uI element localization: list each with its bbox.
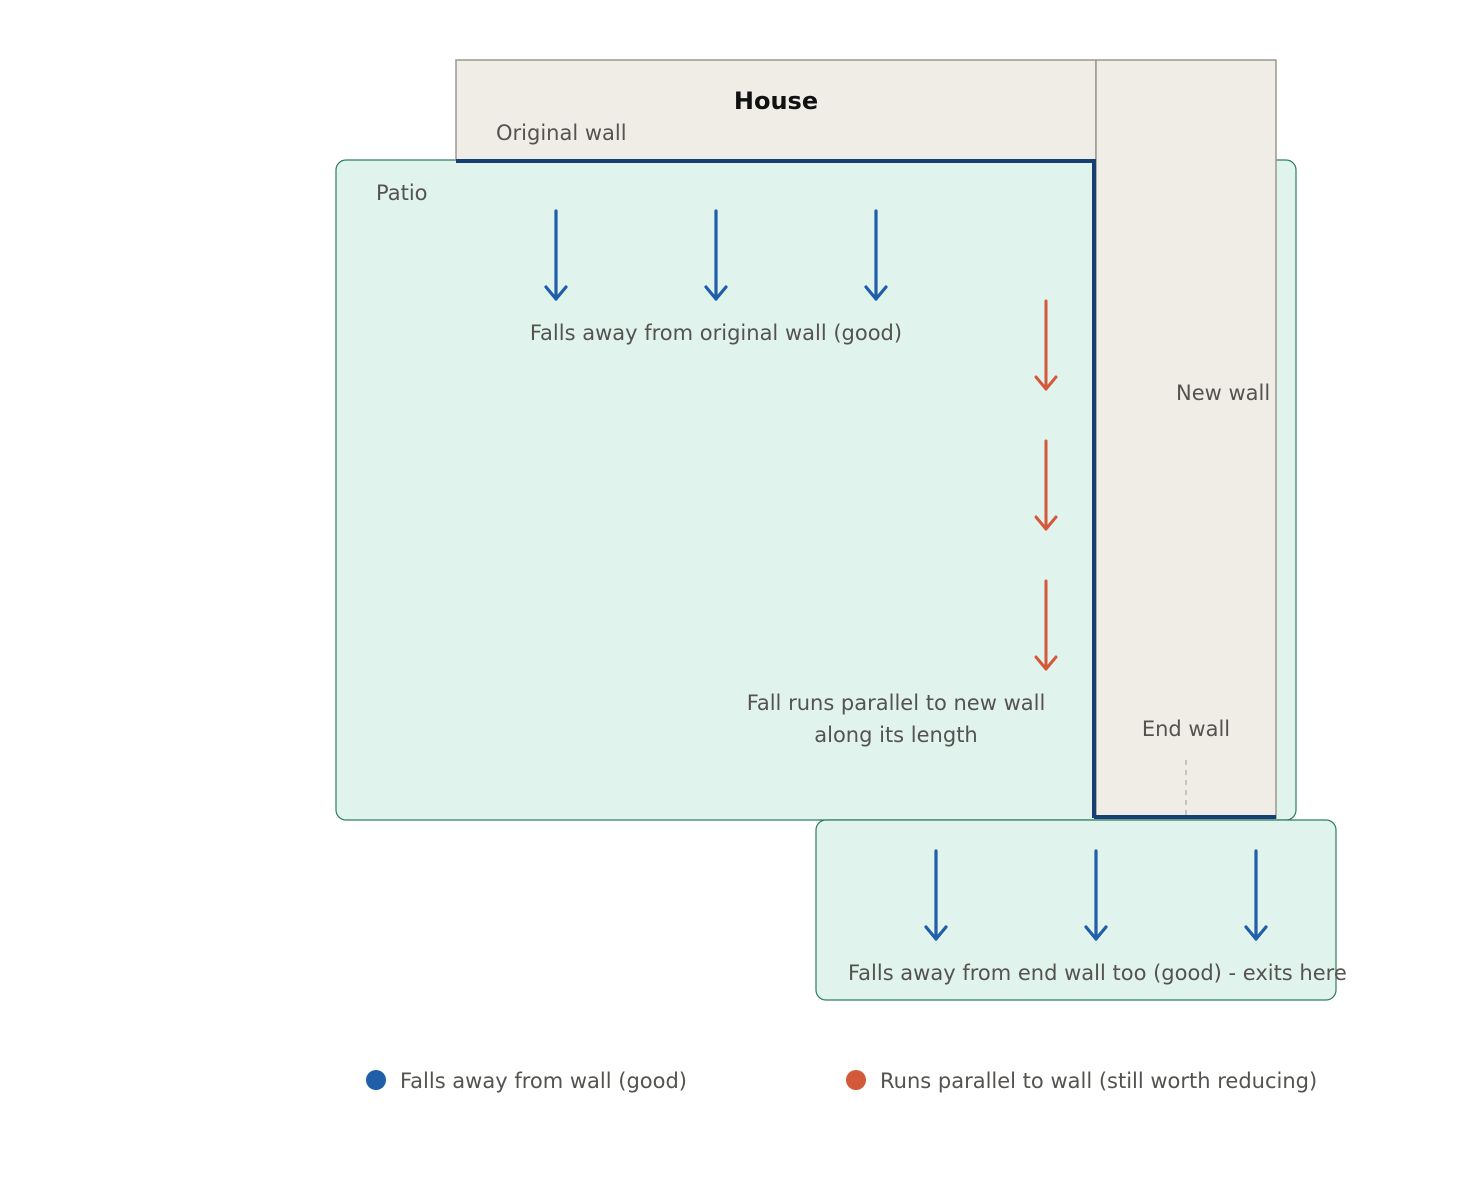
end-fall-annotation: Falls away from end wall too (good) - ex… [848, 961, 1347, 985]
parallel-fall-annotation-line2: along its length [814, 723, 978, 747]
good-fall-arrow [864, 209, 888, 301]
good-fall-arrow [1084, 849, 1108, 941]
legend-good-label: Falls away from wall (good) [400, 1069, 687, 1093]
good-fall-arrow [544, 209, 568, 301]
good-fall-arrow [704, 209, 728, 301]
patio-extension-area [815, 819, 1337, 1001]
house-title: House [734, 87, 818, 115]
patio-label: Patio [376, 181, 428, 205]
original-wall-label: Original wall [496, 121, 627, 145]
legend-parallel-label: Runs parallel to wall (still worth reduc… [880, 1069, 1317, 1093]
legend-good-dot [366, 1070, 386, 1090]
parallel-fall-annotation-line1: Fall runs parallel to new wall [747, 691, 1046, 715]
legend-parallel-dot [846, 1070, 866, 1090]
parallel-fall-arrow [1034, 579, 1058, 671]
parallel-fall-arrow [1034, 299, 1058, 391]
new-wall-label: New wall [1176, 381, 1270, 405]
original-fall-annotation: Falls away from original wall (good) [530, 321, 902, 345]
parallel-fall-arrow [1034, 439, 1058, 531]
good-fall-arrow [1244, 849, 1268, 941]
end-wall-label: End wall [1142, 717, 1230, 741]
legend: Falls away from wall (good) Runs paralle… [366, 1069, 1317, 1093]
good-fall-arrow [924, 849, 948, 941]
house-extension-block [1095, 59, 1277, 819]
